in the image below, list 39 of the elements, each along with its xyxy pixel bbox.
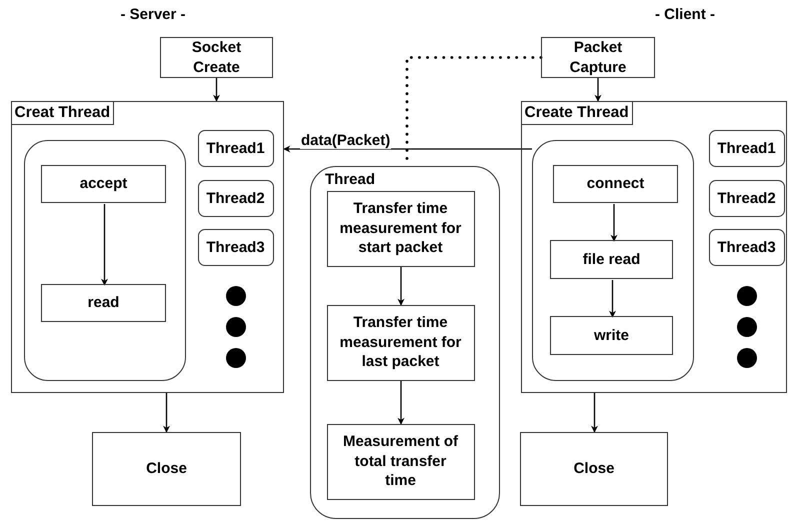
process-box: connect <box>553 165 678 203</box>
thread-box: Thread3 <box>198 228 274 266</box>
process-box: read <box>41 284 166 322</box>
header-tag: Create Thread <box>520 100 633 124</box>
rounded-container <box>532 140 694 380</box>
process-box: write <box>550 316 673 355</box>
process-box: Socket Create <box>160 37 273 78</box>
group-heading: Thread <box>325 171 376 188</box>
arrow <box>398 267 404 306</box>
thread-box: Thread2 <box>708 180 784 216</box>
process-box: Measurement of total transfer time <box>326 424 474 500</box>
process-box: Packet Capture <box>541 37 655 78</box>
thread-box: Thread1 <box>708 130 784 166</box>
header-tag: Creat Thread <box>10 100 114 124</box>
edge-label: data(Packet) <box>300 132 392 149</box>
rounded-container <box>24 140 186 380</box>
arrow <box>591 393 598 433</box>
section-heading: - Client - <box>655 6 715 23</box>
thread-box: Thread3 <box>708 228 784 266</box>
rounded-container <box>310 166 500 519</box>
section-heading: - Server - <box>120 6 186 23</box>
arrow <box>101 204 108 286</box>
thread-box: Thread2 <box>198 180 274 216</box>
process-box: Transfer time measurement for start packet <box>326 190 474 266</box>
thread-box: Thread1 <box>198 130 274 166</box>
process-box: Close <box>92 432 241 506</box>
arrow <box>594 78 602 102</box>
process-box: accept <box>41 165 166 203</box>
arrow <box>398 381 404 425</box>
container-box <box>11 101 284 393</box>
arrow <box>609 280 616 318</box>
container-box <box>521 101 787 393</box>
arrow <box>610 204 618 242</box>
arrow <box>163 393 170 433</box>
arrow <box>213 78 220 102</box>
process-box: Transfer time measurement for last packet <box>326 304 474 380</box>
arrow <box>283 146 532 152</box>
process-box: file read <box>550 240 673 279</box>
process-box: Close <box>520 432 668 506</box>
